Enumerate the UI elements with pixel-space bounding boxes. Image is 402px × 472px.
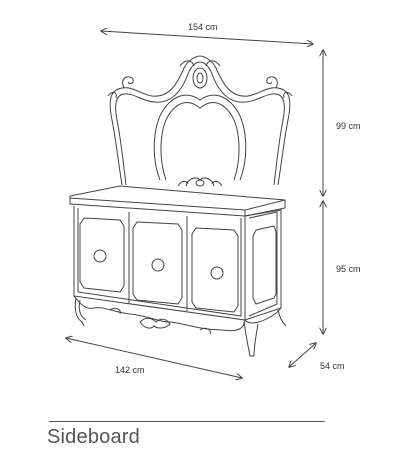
mirror — [107, 55, 293, 187]
cabinet-height-label: 95 cm — [336, 264, 361, 274]
depth-label: 54 cm — [320, 361, 345, 371]
divider — [49, 421, 325, 422]
cabinet-width-label: 142 cm — [115, 365, 145, 375]
product-title: Sideboard — [47, 426, 140, 448]
width-arrow-bottom — [66, 338, 242, 378]
width-arrow-top — [101, 31, 313, 44]
total-width-label: 154 cm — [188, 22, 218, 32]
cabinet — [69, 185, 287, 357]
depth-arrow — [289, 343, 316, 367]
mirror-height-label: 99 cm — [336, 121, 361, 131]
